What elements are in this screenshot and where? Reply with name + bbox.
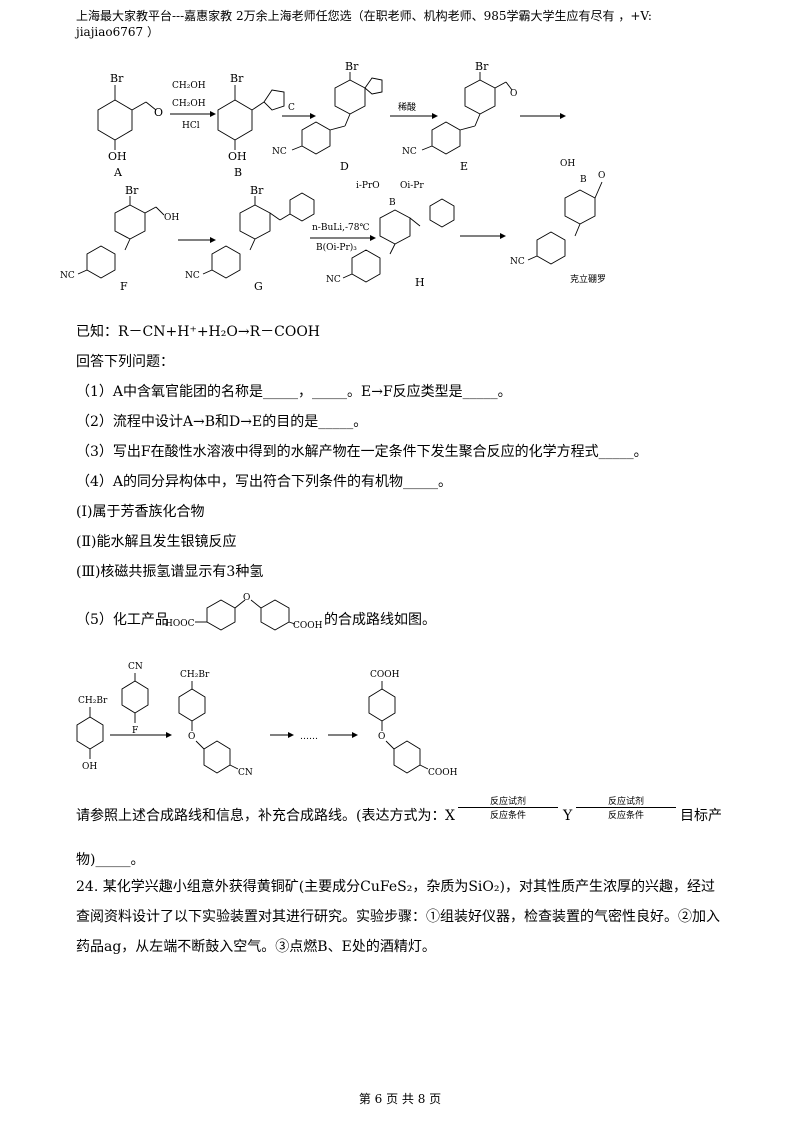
svg-text:克立硼罗: 克立硼罗 [570,273,606,285]
condition-3: (Ⅲ)核磁共振氢谱显示有3种氢 [76,564,264,580]
page-header: 上海最大家教平台---嘉惠家教 2万余上海老师任您选（在职老师、机构老师、985… [76,8,736,40]
svg-text:COOH: COOH [370,670,400,680]
svg-text:F: F [120,280,128,293]
compound-a: Br O OH A [97,72,163,179]
svg-text:CN: CN [128,662,143,672]
compound-e: Br O NC E [402,60,517,173]
question-1: （1）A中含氧官能团的名称是_____，_____。E→F反应类型是_____。 [76,384,512,400]
svg-text:O: O [188,732,195,742]
svg-text:n-BuLi,-78℃: n-BuLi,-78℃ [312,223,370,233]
header-line-1: 上海最大家教平台---嘉惠家教 2万余上海老师任您选（在职老师、机构老师、985… [76,9,652,23]
target-label: 目标产 [680,808,722,824]
svg-text:NC: NC [326,275,341,285]
svg-text:OH: OH [228,150,247,163]
svg-text:稀酸: 稀酸 [398,101,416,113]
svg-text:H: H [415,276,425,289]
svg-text:Br: Br [230,72,244,85]
svg-text:Oi-Pr: Oi-Pr [400,181,424,191]
svg-text:G: G [254,280,263,293]
target-end: 物)_____。 [76,852,145,868]
question-24: 24. 某化学兴趣小组意外获得黄铜矿(主要成分CuFeS₂，杂质为SiO₂)，对… [76,879,720,955]
header-line-2: jiajiao6767 ） [76,25,160,39]
svg-text:F: F [132,726,138,736]
question-5-post: 的合成路线如图。 [324,612,436,628]
svg-text:OH: OH [108,150,127,163]
svg-text:OH: OH [82,762,97,772]
q5-instruction: 请参照上述合成路线和信息，补充合成路线。(表达方式为： [76,808,446,824]
svg-text:Br: Br [110,72,124,85]
svg-text:Br: Br [345,60,359,73]
svg-text:NC: NC [185,271,200,281]
x-label: X [445,808,455,824]
compound-d: Br NC D [272,60,383,173]
y-label: Y [563,808,573,824]
intermediate-ether-nitrile: CH₂Br O CN [178,670,253,778]
arrow-1: 反应试剂 反应条件 [458,794,558,821]
svg-text:CH₂Br: CH₂Br [78,696,108,706]
svg-text:HCl: HCl [182,121,200,131]
svg-text:Br: Br [125,184,139,197]
svg-text:CH₂Br: CH₂Br [180,670,210,680]
target-product-structure: HOOC O COOH [165,593,323,631]
known-info: 已知：R－CN+H⁺+H₂O→R－COOH [76,324,321,340]
svg-text:B(Oi-Pr)₃: B(Oi-Pr)₃ [316,242,357,253]
starting-benzyl-bromide: CH₂Br OH [76,696,108,772]
svg-text:NC: NC [510,257,525,267]
synthesis-scheme-1: Br O OH A CH₂OH CH₂OH HCl Br OH B C Br N… [60,60,606,293]
svg-text:OH: OH [164,213,179,223]
svg-text:NC: NC [60,271,75,281]
compound-crisaborole: OH B O NC 克立硼罗 [510,159,606,285]
svg-text:B: B [389,198,396,208]
svg-text:D: D [340,160,349,173]
condition-2: (Ⅱ)能水解且发生银镜反应 [76,534,237,550]
compound-h: i-PrO Oi-Pr B NC H [326,181,455,289]
condition-1: (Ⅰ)属于芳香族化合物 [76,504,205,520]
svg-text:C: C [288,103,295,113]
svg-text:B: B [580,175,587,185]
svg-text:CN: CN [238,768,253,778]
svg-text:O: O [598,171,605,181]
svg-text:OH: OH [560,159,575,169]
svg-text:NC: NC [402,147,417,157]
svg-text:B: B [234,166,242,179]
svg-text:O: O [243,593,250,603]
svg-text:……: …… [300,732,318,742]
svg-text:Br: Br [475,60,489,73]
fluorobenzonitrile: CN F [121,662,149,736]
svg-text:CH₂OH: CH₂OH [172,81,206,91]
svg-text:O: O [154,106,163,119]
svg-text:A: A [113,166,123,179]
page-footer: 第 6 页 共 8 页 [358,1092,442,1106]
svg-text:COOH: COOH [293,621,323,631]
svg-text:O: O [510,89,517,99]
compound-b: Br OH B [217,72,285,179]
svg-text:i-PrO: i-PrO [356,181,380,191]
final-dicarboxylic-acid: COOH O COOH [368,670,458,778]
svg-text:HOOC: HOOC [165,619,195,629]
svg-text:E: E [460,160,468,173]
prompt-text: 回答下列问题： [76,354,174,370]
question-2: （2）流程中设计A→B和D→E的目的是_____。 [76,414,368,430]
arrow-2: 反应试剂 反应条件 [576,794,676,821]
svg-text:COOH: COOH [428,768,458,778]
question-4: （4）A的同分异构体中，写出符合下列条件的有机物_____。 [76,474,453,490]
synthesis-scheme-2: CH₂Br OH CN F CH₂Br O CN …… COOH O C [76,662,458,778]
question-5-pre: （5）化工产品 [76,612,169,628]
svg-text:O: O [378,732,385,742]
svg-text:CH₂OH: CH₂OH [172,99,206,109]
svg-text:Br: Br [250,184,264,197]
compound-f: Br OH NC F [60,184,179,293]
compound-g: Br NC G [185,184,315,293]
question-3: （3）写出F在酸性水溶液中得到的水解产物在一定条件下发生聚合反应的化学方程式__… [76,444,648,460]
svg-text:NC: NC [272,147,287,157]
